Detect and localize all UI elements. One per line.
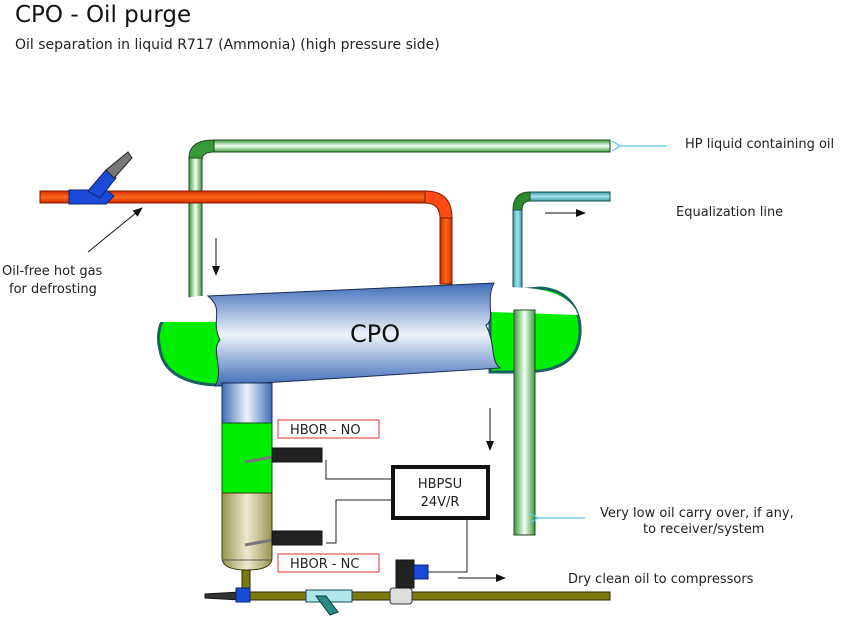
hbor-nc-label: HBOR - NC [277, 553, 380, 573]
hbor-no-label: HBOR - NO [277, 419, 380, 439]
carry-over-label-1: Very low oil carry over, if any, [600, 506, 794, 521]
carry-over-label-2: to receiver/system [643, 522, 764, 537]
hbor-nc-sensor-icon [244, 530, 323, 547]
hbor-no-sensor-icon [244, 447, 323, 464]
vessel-label: CPO [350, 320, 400, 348]
equalization-pipe [512, 191, 611, 291]
flow-arrows [87, 207, 586, 582]
dry-oil-label: Dry clean oil to compressors [568, 572, 754, 587]
hot-gas-pipe [39, 190, 453, 285]
stop-valve-icon [235, 587, 251, 603]
svg-text:HBOR - NO: HBOR - NO [290, 423, 361, 438]
page-title: CPO - Oil purge [15, 2, 192, 28]
hbpsu-controller: HBPSU 24V/R [391, 465, 490, 520]
hot-gas-label-1: Oil-free hot gas [2, 264, 103, 279]
solenoid-valve-icon [389, 559, 429, 605]
hot-gas-label-2: for defrosting [9, 282, 97, 297]
hot-gas-valve-icon [68, 151, 133, 205]
svg-text:HBPSU: HBPSU [418, 477, 462, 492]
wiring [325, 460, 468, 573]
receiver-outlet-pipe [513, 309, 536, 536]
oil-pot [221, 382, 273, 571]
page-subtitle: Oil separation in liquid R717 (Ammonia) … [15, 37, 440, 53]
drain-valve-icon [204, 591, 241, 601]
hp-liquid-pipe [188, 139, 611, 299]
filter-icon [305, 589, 353, 616]
svg-text:HBOR - NC: HBOR - NC [290, 557, 360, 572]
cpo-vessel: CPO [156, 282, 582, 387]
oil-drain-pipe [204, 559, 611, 616]
equalization-label: Equalization line [676, 205, 783, 220]
arrow-pointer-icon [87, 207, 143, 253]
hp-liquid-label: HP liquid containing oil [685, 137, 834, 152]
svg-text:24V/R: 24V/R [421, 495, 460, 510]
